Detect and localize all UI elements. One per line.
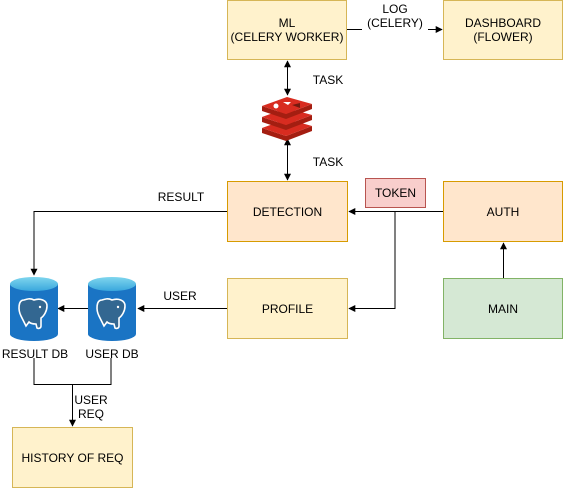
result-db-icon <box>10 277 58 341</box>
user-db-icon <box>88 277 136 341</box>
edges <box>30 26 507 427</box>
result-db-label: RESULT DB <box>1 347 69 361</box>
detection-node[interactable]: DETECTION <box>227 181 348 242</box>
edge-detection-resultdb <box>30 211 227 276</box>
auth-node[interactable]: AUTH <box>443 181 563 242</box>
edge-label-result: RESULT <box>157 190 205 204</box>
edge-label-task-top: TASK <box>312 73 344 87</box>
edge-auth-profile <box>348 211 396 312</box>
token-node[interactable]: TOKEN <box>365 178 426 208</box>
edge-label-user-req: USER REQ <box>74 393 108 421</box>
history-of-req-node[interactable]: HISTORY OF REQ <box>12 427 133 488</box>
edge-label-user: USER <box>163 289 197 303</box>
postgresql-elephant-icon <box>96 298 126 330</box>
dashboard-flower-node[interactable]: DASHBOARD (FLOWER) <box>443 0 563 60</box>
postgresql-elephant-icon <box>18 298 48 330</box>
redis-icon <box>262 97 312 141</box>
main-node[interactable]: MAIN <box>443 278 563 339</box>
profile-node[interactable]: PROFILE <box>227 278 348 339</box>
ml-celery-worker-node[interactable]: ML (CELERY WORKER) <box>227 0 347 60</box>
user-db-label: USER DB <box>85 347 139 361</box>
edge-resultdb-bracket <box>33 358 112 385</box>
edge-label-task-bottom: TASK <box>312 155 344 169</box>
edge-label-log: LOG (CELERY) <box>362 2 428 30</box>
